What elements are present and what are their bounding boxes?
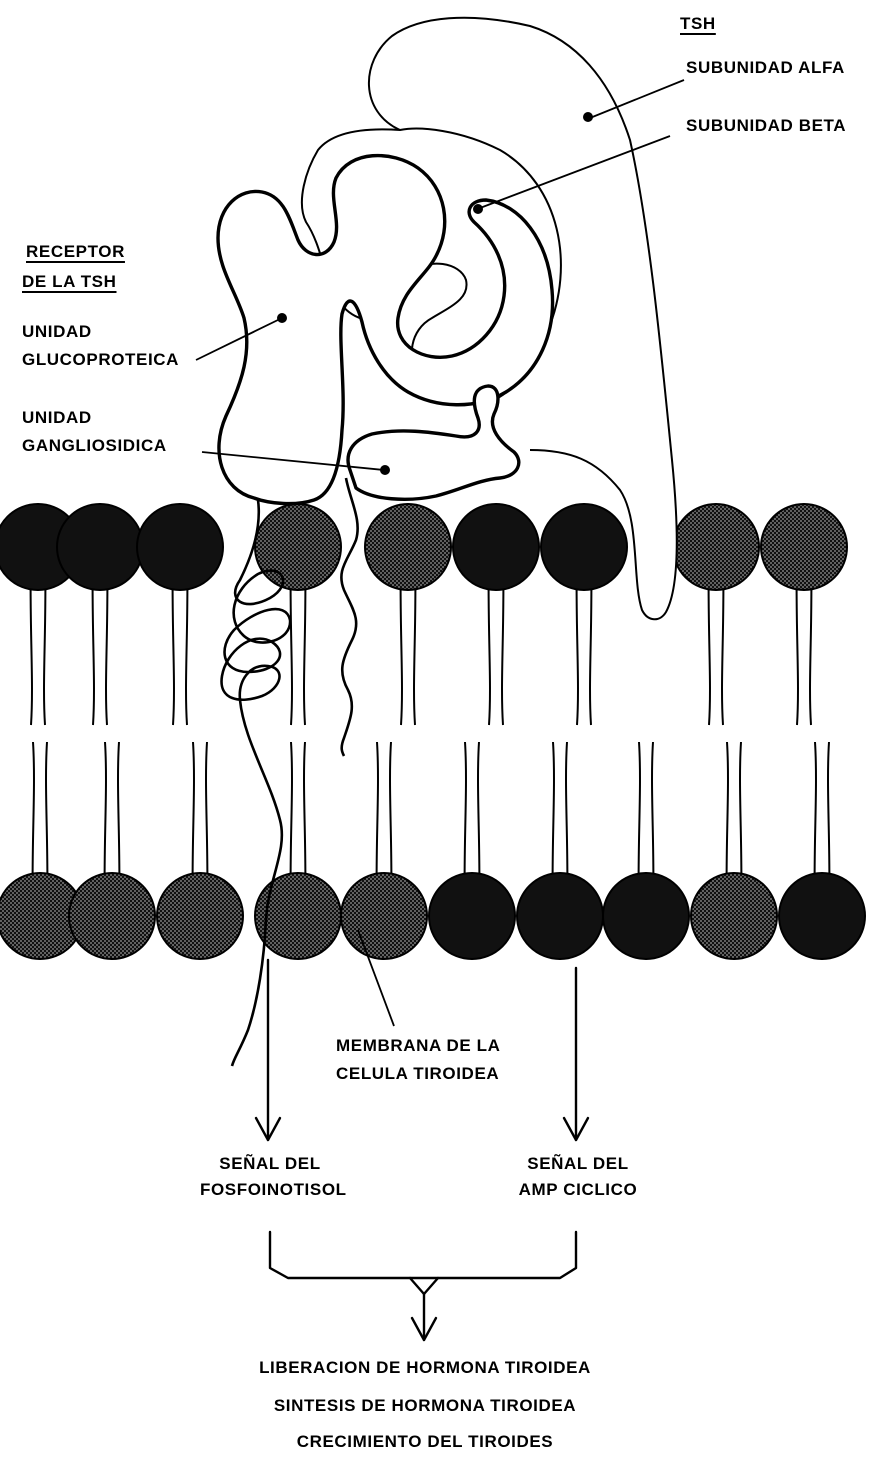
lipid-head-inner xyxy=(341,873,427,959)
label-glyco-line2: GLUCOPROTEICA xyxy=(22,350,179,370)
label-glyco-line1: UNIDAD xyxy=(22,322,92,342)
receptor-heading-line1: RECEPTOR xyxy=(26,242,125,262)
dot-alpha xyxy=(583,112,593,122)
outcome-release: LIBERACION DE HORMONA TIROIDEA xyxy=(180,1358,670,1378)
lipid-head-inner xyxy=(779,873,865,959)
label-membrane-line2: CELULA TIROIDEA xyxy=(336,1064,499,1084)
lipid-head-inner xyxy=(517,873,603,959)
merge-bracket xyxy=(270,1232,576,1278)
lipid-head-outer xyxy=(761,504,847,590)
receptor-chain-wavy xyxy=(341,478,357,756)
outcome-growth: CRECIMIENTO DEL TIROIDES xyxy=(180,1432,670,1452)
lipid-head-outer xyxy=(453,504,539,590)
lipid-head-inner xyxy=(691,873,777,959)
lipid-heads xyxy=(0,504,865,959)
label-signal-right-line2: AMP CICLICO xyxy=(506,1180,650,1200)
lipid-head-outer xyxy=(365,504,451,590)
label-alpha-subunit: SUBUNIDAD ALFA xyxy=(686,58,845,78)
lipid-head-inner xyxy=(429,873,515,959)
label-ganglio-line1: UNIDAD xyxy=(22,408,92,428)
lipid-head-outer xyxy=(541,504,627,590)
receptor-heading-line2: DE LA TSH xyxy=(22,272,117,292)
label-membrane-line1: MEMBRANA DE LA xyxy=(336,1036,501,1056)
label-ganglio-line2: GANGLIOSIDICA xyxy=(22,436,167,456)
lipid-head-outer xyxy=(137,504,223,590)
label-signal-left-line1: SEÑAL DEL xyxy=(208,1154,332,1174)
bracket-notch xyxy=(410,1278,438,1294)
dot-beta xyxy=(473,204,483,214)
signal-flow xyxy=(256,960,588,1340)
dot-glyco xyxy=(277,313,287,323)
outcome-synthesis: SINTESIS DE HORMONA TIROIDEA xyxy=(180,1396,670,1416)
label-beta-subunit: SUBUNIDAD BETA xyxy=(686,116,846,136)
lipid-head-outer xyxy=(255,504,341,590)
lipid-head-inner xyxy=(603,873,689,959)
lipid-head-outer xyxy=(673,504,759,590)
dot-ganglio xyxy=(380,465,390,475)
lipid-tails xyxy=(31,547,830,916)
lipid-head-inner xyxy=(255,873,341,959)
label-signal-right-line1: SEÑAL DEL xyxy=(516,1154,640,1174)
lipid-head-inner xyxy=(69,873,155,959)
label-signal-left-line2: FOSFOINOTISOL xyxy=(200,1180,340,1200)
lipid-head-inner xyxy=(157,873,243,959)
lipid-head-outer xyxy=(57,504,143,590)
tsh-heading: TSH xyxy=(680,14,716,34)
